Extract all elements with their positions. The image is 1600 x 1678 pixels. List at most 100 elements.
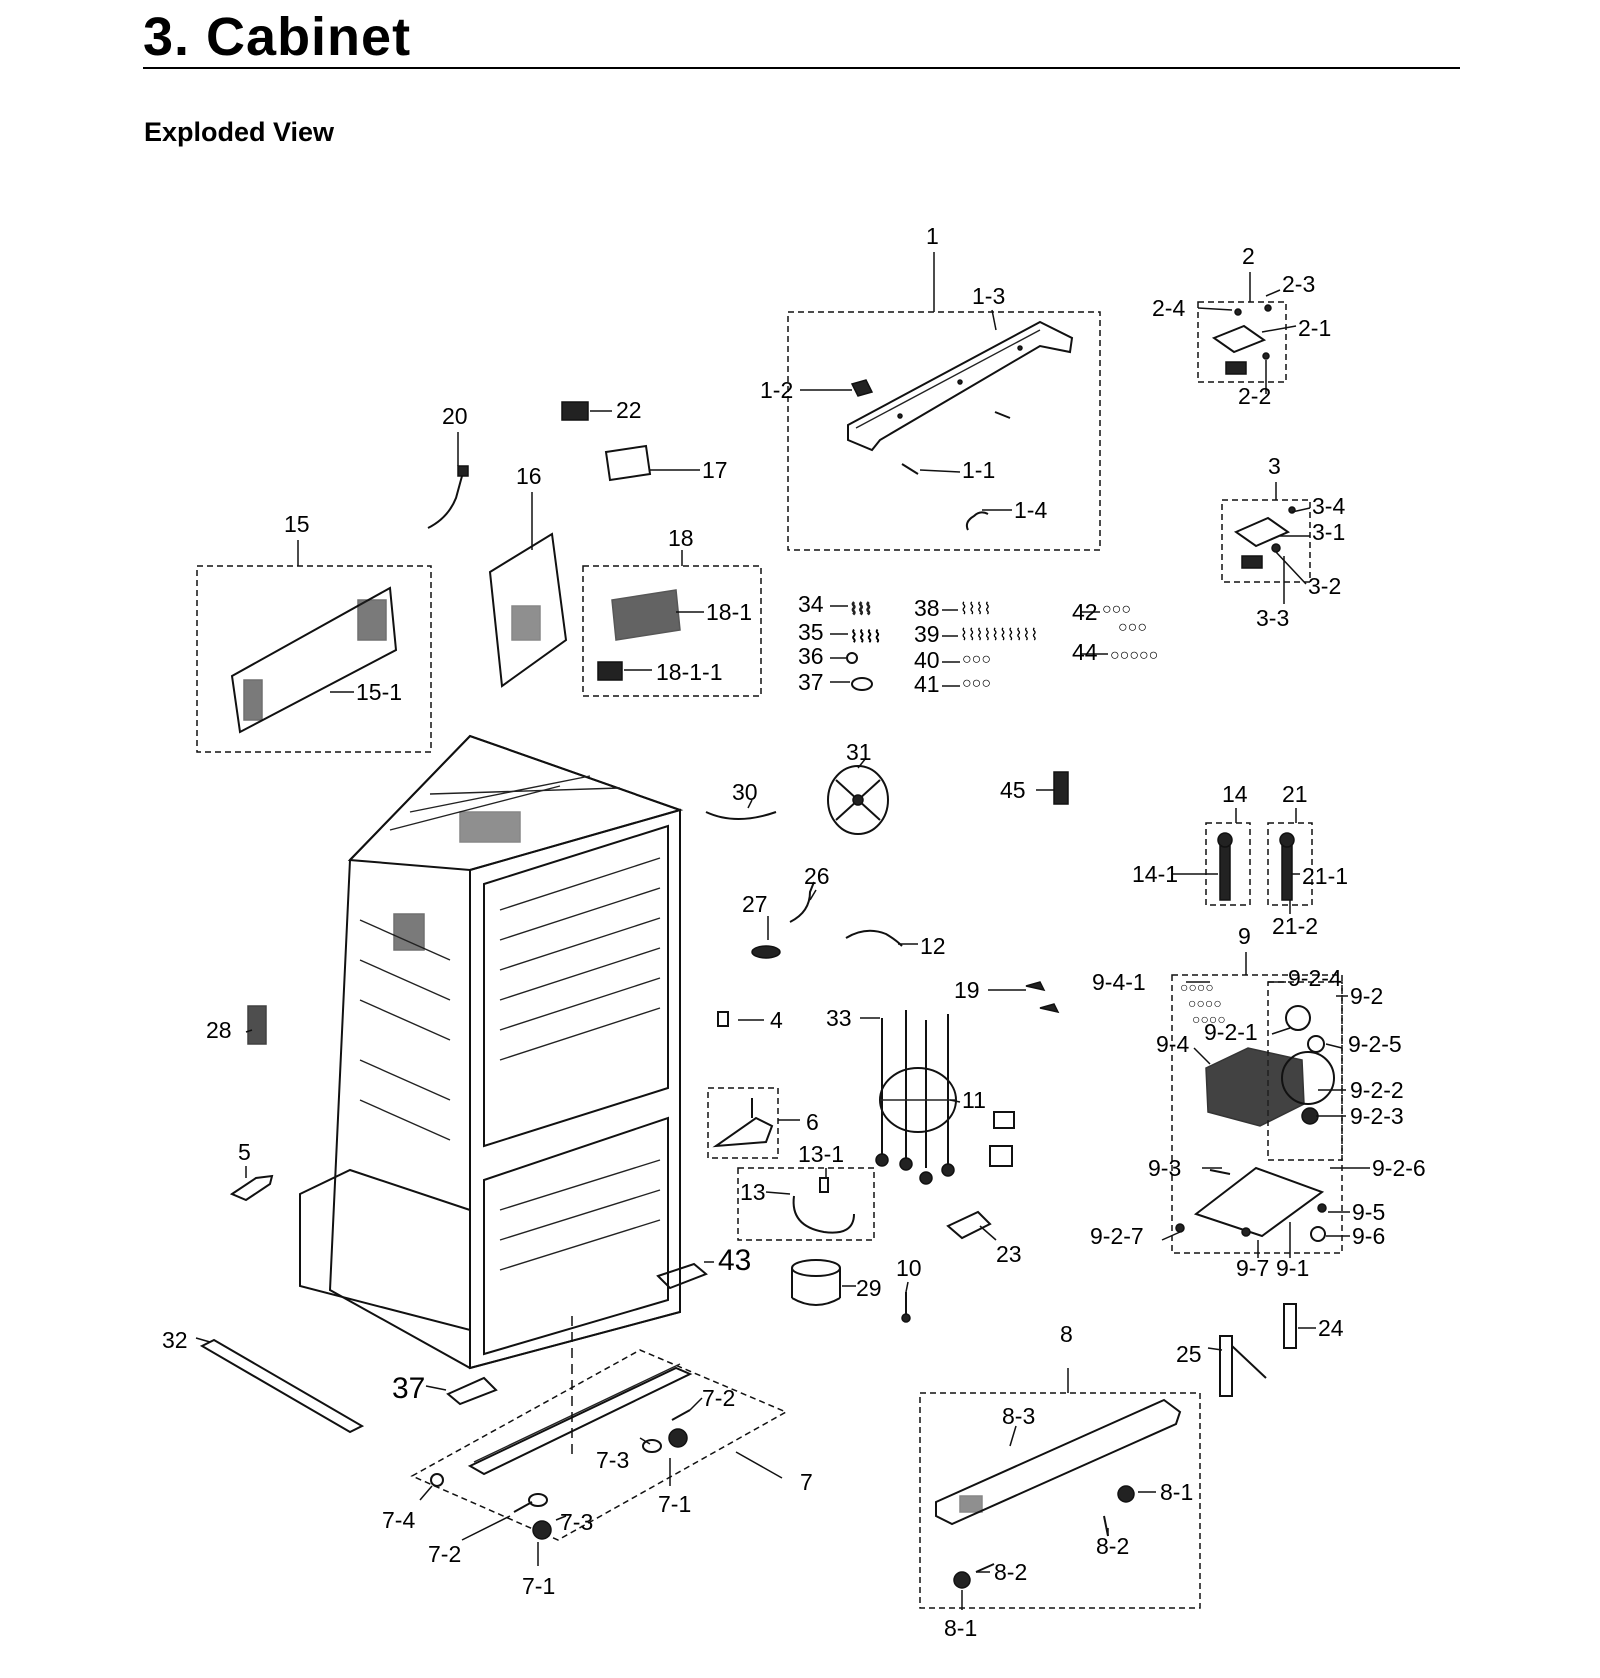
callout-9-2: 9-2 [1350,983,1383,1009]
callout-12: 12 [920,933,946,959]
part-24-filter [1283,1303,1297,1349]
callout-1-3: 1-3 [972,283,1005,309]
part-26-wire [789,881,815,923]
callout-3-3: 3-3 [1256,605,1289,631]
group-box-14 [1205,822,1251,906]
group-box-6 [707,1087,779,1159]
callout-15: 15 [284,511,310,537]
part-14-1-pipe [1217,832,1233,901]
callout-27: 27 [742,891,768,917]
callout-2: 2 [1242,243,1255,269]
part-9-4-motor [1205,1047,1335,1127]
part-29-cylinder [791,1259,841,1306]
callout-25: 25 [1176,1341,1202,1367]
title-rule [143,67,1460,69]
part-45-pad [1053,771,1069,805]
group-box-15 [196,565,432,753]
callout-23: 23 [996,1241,1022,1267]
svg-text:○○○: ○○○ [962,651,991,668]
screw-set-42-44: ○○○ ○○○ ○○○○○ [1102,601,1158,664]
part-18-1-1-module [597,661,623,681]
callout-21: 21 [1282,781,1308,807]
group-box-2 [1197,301,1287,383]
part-23-overload [946,1210,992,1240]
callout-33: 33 [826,1005,852,1031]
part-15-rear-cover [230,586,398,734]
part-1-1-screw [901,411,1011,475]
group-box-7 [410,1349,788,1541]
callout-19: 19 [954,977,980,1003]
page-title: 3. Cabinet [143,7,412,67]
callout-9-1: 9-1 [1276,1255,1309,1281]
part-43-foot-cover [656,1262,708,1290]
callout-9: 9 [1238,923,1251,949]
part-32-rail [199,1338,365,1434]
part-37-foot-cover [446,1376,498,1406]
callout-9-2-5: 9-2-5 [1348,1031,1402,1057]
callout-21-1: 21-1 [1302,863,1348,889]
callout-42: 42 [1072,599,1098,625]
part-6-bracket [712,1098,774,1148]
callout-7-2-top: 7-2 [702,1385,735,1411]
group-box-3 [1221,499,1311,583]
part-3-hinge [1233,506,1296,569]
svg-text:⌇⌇⌇⌇⌇⌇⌇⌇⌇⌇: ⌇⌇⌇⌇⌇⌇⌇⌇⌇⌇ [960,627,1038,644]
callout-18-1-1: 18-1-1 [656,659,722,685]
callout-17: 17 [702,457,728,483]
part-31-fan-motor [827,765,889,835]
callout-1: 1 [926,223,939,249]
callout-7-2-bottom: 7-2 [428,1541,461,1567]
callout-6: 6 [806,1109,819,1135]
callout-2-2: 2-2 [1238,383,1271,409]
callout-3-1: 3-1 [1312,519,1345,545]
callout-5: 5 [238,1139,251,1165]
callout-16: 16 [516,463,542,489]
callout-7-1-bottom: 7-1 [522,1573,555,1599]
callout-9-4: 9-4 [1156,1031,1189,1057]
svg-text:○○○○: ○○○○ [1192,1011,1226,1027]
callout-13-1: 13-1 [798,1141,844,1167]
part-1-3-top-bracket [847,320,1074,452]
group-box-8 [919,1392,1201,1609]
part-4-cap [717,1011,729,1027]
callout-24: 24 [1318,1315,1344,1341]
part-9-5-9-6-9-7-fasteners [1175,1203,1327,1242]
callout-13: 13 [740,1179,766,1205]
callout-32: 32 [162,1327,188,1353]
callout-8-2-bottom: 8-2 [994,1559,1027,1585]
part-13-tube [792,1177,855,1234]
callout-9-5: 9-5 [1352,1199,1385,1225]
part-7-bottom-rail [467,1316,693,1476]
callout-8-1-top: 8-1 [1160,1479,1193,1505]
callout-7: 7 [800,1469,813,1495]
callout-36: 36 [798,643,824,669]
callout-7-1-top: 7-1 [658,1491,691,1517]
callout-43: 43 [718,1244,751,1277]
callout-9-3: 9-3 [1148,1155,1181,1181]
callout-20: 20 [442,403,468,429]
main-cabinet [299,734,684,1370]
callout-3-2: 3-2 [1308,573,1341,599]
part-27-sensor [751,945,781,959]
callout-26: 26 [804,863,830,889]
callout-9-2-3: 9-2-3 [1350,1103,1404,1129]
callout-labels: 1 1-3 1-2 1-1 1-4 2 2-3 2-4 2-1 2-2 3 3-… [162,223,1426,1641]
svg-text:○○○○○: ○○○○○ [1110,647,1158,664]
callout-38: 38 [914,595,940,621]
callout-41: 41 [914,671,940,697]
callout-2-3: 2-3 [1282,271,1315,297]
part-10-screw [901,1292,911,1323]
part-20-wire-harness [427,465,469,529]
part-9-1-base [1193,1166,1325,1238]
callout-35: 35 [798,619,824,645]
part-1-2-bracket-plate [850,379,874,397]
callout-4: 4 [770,1007,783,1033]
svg-text:○○○○: ○○○○ [1180,979,1214,995]
callout-1-4: 1-4 [1014,497,1047,523]
svg-text:○○○: ○○○ [1102,601,1131,618]
part-5-hinge-bracket [229,1174,274,1202]
part-33-bolts [875,1010,955,1185]
part-21-1-pipe [1279,832,1295,901]
callout-9-2-2: 9-2-2 [1350,1077,1404,1103]
